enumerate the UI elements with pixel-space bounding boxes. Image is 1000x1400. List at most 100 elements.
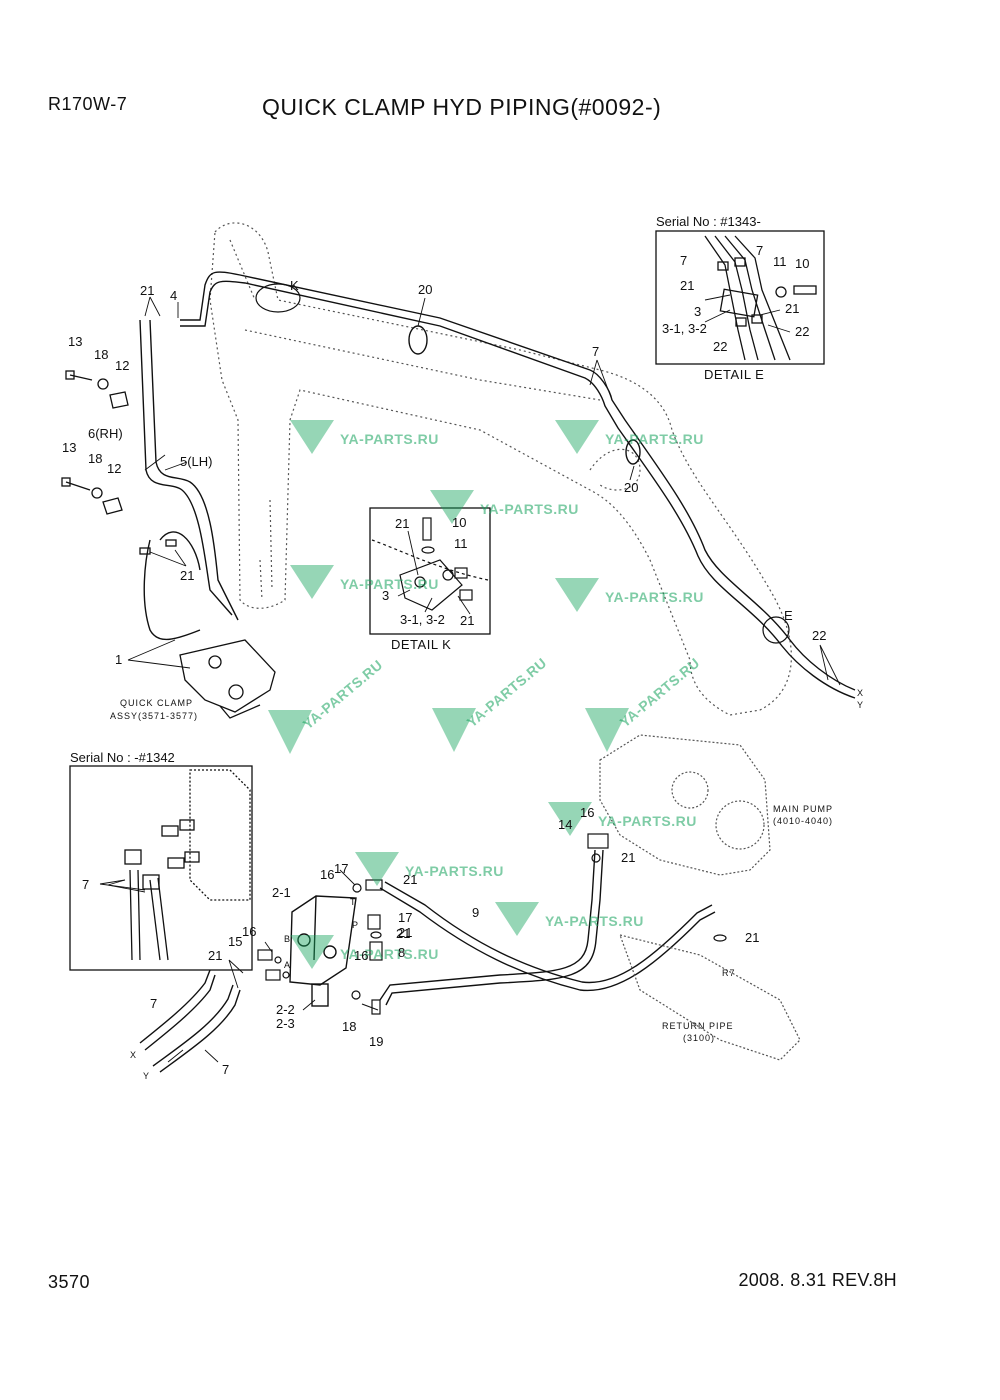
callout: Y	[143, 1071, 150, 1081]
callout: 22	[812, 628, 826, 643]
callout: 16	[242, 924, 256, 939]
watermark-text: YA-PARTS.RU	[340, 946, 439, 962]
port-label: T	[350, 897, 357, 907]
bottom-hoses	[139, 849, 716, 1073]
watermark-text: YA-PARTS.RU	[300, 656, 386, 732]
serial-inset-left	[69, 765, 253, 971]
callout: 7	[150, 996, 157, 1011]
return-pipe	[619, 934, 801, 1061]
callout: 21	[785, 301, 799, 316]
callout: 22	[795, 324, 809, 339]
callout: 18	[94, 347, 108, 362]
serial-number: Serial No : #1343-	[656, 214, 761, 229]
callout: 22	[713, 339, 727, 354]
callout: 7	[592, 344, 599, 359]
callout: 13	[62, 440, 76, 455]
return-pipe-caption: RETURN PIPE	[662, 1021, 734, 1031]
callout: 16	[580, 805, 594, 820]
callout: 2-2	[276, 1002, 295, 1017]
detail-e-labels: Serial No : #1343- DETAIL E 7 7 11 10 21…	[656, 214, 809, 382]
callout: 10	[452, 515, 466, 530]
watermark-text: YA-PARTS.RU	[605, 589, 704, 605]
callout: 21	[396, 926, 410, 941]
detail-caption: DETAIL K	[391, 637, 451, 652]
valve-block	[289, 895, 357, 1007]
model-code: R170W-7	[48, 94, 128, 114]
callout: 11	[454, 536, 468, 551]
callout: 8	[398, 945, 405, 960]
callout: 7	[756, 243, 763, 258]
page-title: QUICK CLAMP HYD PIPING(#0092-)	[262, 94, 662, 120]
callout: E	[784, 608, 793, 623]
callout: 17	[398, 910, 412, 925]
callout: X	[857, 688, 864, 698]
bottom-fittings	[257, 833, 727, 1015]
bottom-leaders	[107, 869, 356, 1063]
callout: 7	[680, 253, 687, 268]
watermark-text: YA-PARTS.RU	[545, 913, 644, 929]
callout: Y	[857, 700, 864, 710]
watermark-text: YA-PARTS.RU	[405, 863, 504, 879]
callout: 14	[558, 817, 572, 832]
callout: 13	[68, 334, 82, 349]
detail-circle-k	[255, 283, 301, 313]
detail-k-inset	[369, 507, 491, 635]
watermark-text: YA-PARTS.RU	[605, 431, 704, 447]
callout: 18	[88, 451, 102, 466]
main-pump	[599, 734, 771, 876]
callout: 3	[694, 304, 701, 319]
return-pipe-caption: (3100)	[683, 1033, 715, 1043]
callout: 21	[395, 516, 409, 531]
detail-caption: DETAIL E	[704, 367, 764, 382]
callout: 16	[354, 948, 368, 963]
callout: 2-3	[276, 1016, 295, 1031]
callout: 21	[621, 850, 635, 865]
callout: 21	[398, 925, 412, 940]
callout: 10	[795, 256, 809, 271]
quick-clamp-caption: ASSY(3571-3577)	[110, 711, 198, 721]
callout: 6(RH)	[88, 426, 123, 441]
inset-left-labels: Serial No : -#1342 7	[70, 750, 175, 892]
callout: 21	[680, 278, 694, 293]
detail-e-inset	[655, 230, 825, 365]
leader-lines	[127, 296, 841, 686]
callout: 21	[208, 948, 222, 963]
callout: 4	[170, 288, 177, 303]
watermark-text: YA-PARTS.RU	[480, 501, 579, 517]
port-label: P	[352, 920, 359, 930]
callout: 20	[418, 282, 432, 297]
watermarks: YA-PARTS.RU YA-PARTS.RU YA-PARTS.RU YA-P…	[268, 420, 704, 969]
callout: 21	[745, 930, 759, 945]
callout: 12	[107, 461, 121, 476]
revision-date: 2008. 8.31 REV.8H	[738, 1270, 897, 1290]
callout: 17	[334, 861, 348, 876]
callout: 21	[403, 872, 417, 887]
callout: 15	[228, 934, 242, 949]
watermark-text: YA-PARTS.RU	[598, 813, 697, 829]
callout: 19	[369, 1034, 383, 1049]
callout: 1	[115, 652, 122, 667]
callout: 11	[773, 254, 787, 269]
callout: R7	[722, 968, 736, 978]
main-pump-caption: MAIN PUMP	[773, 804, 833, 814]
callout: 21	[140, 283, 154, 298]
callout: 3	[382, 588, 389, 603]
callout: 7	[222, 1062, 229, 1077]
callout: 7	[82, 877, 89, 892]
boom-hoses	[139, 271, 856, 699]
callout: 3-1, 3-2	[400, 612, 445, 627]
watermark-text: YA-PARTS.RU	[340, 576, 439, 592]
watermark-text: YA-PARTS.RU	[464, 654, 550, 730]
boom-labels: 21 4 13 18 12 6(RH) 5(LH) 13 18 12 21 1 …	[62, 278, 864, 710]
watermark-text: YA-PARTS.RU	[617, 654, 703, 730]
callout: 16	[320, 867, 334, 882]
main-pump-caption: (4010-4040)	[773, 816, 833, 826]
callout: 9	[472, 905, 479, 920]
callout: 2-1	[272, 885, 291, 900]
quick-clamp-caption: QUICK CLAMP	[120, 698, 193, 708]
quick-clamp-assembly	[179, 639, 276, 719]
callout: 18	[342, 1019, 356, 1034]
page-number: 3570	[48, 1272, 91, 1292]
callout: 12	[115, 358, 129, 373]
